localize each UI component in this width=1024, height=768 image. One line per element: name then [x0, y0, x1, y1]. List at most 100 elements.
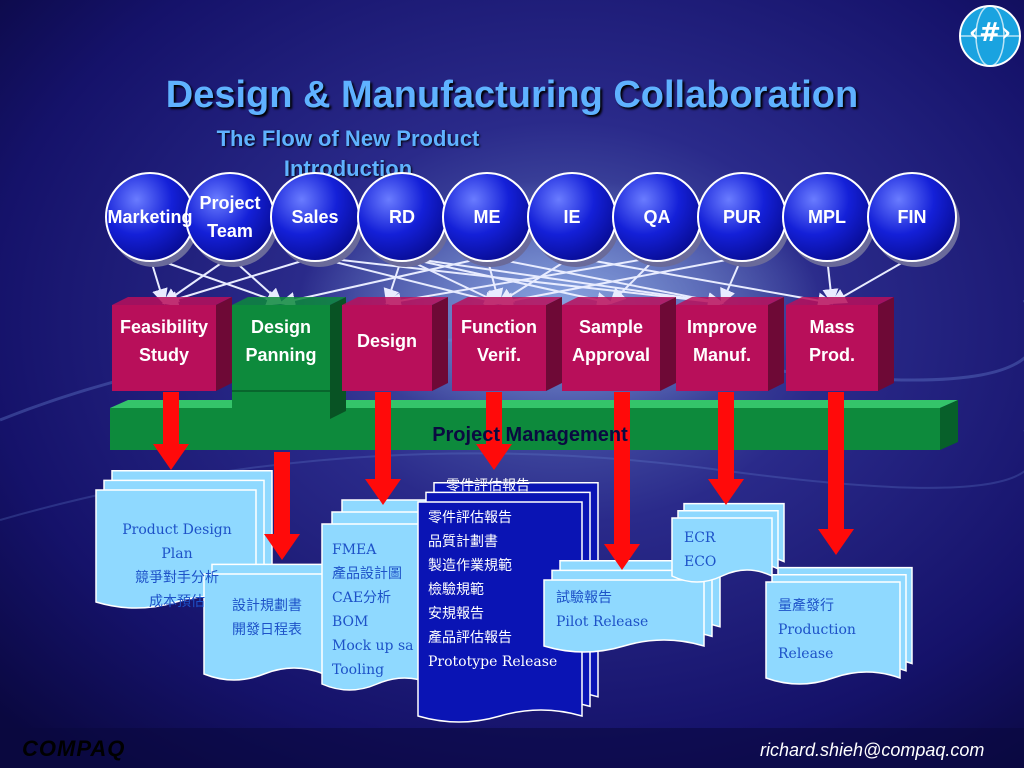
department-marketing-line: Marketing — [107, 207, 193, 227]
doc-mass-line: 量產發行 — [778, 598, 834, 614]
department-fin-line: FIN — [897, 207, 927, 227]
project-management-label: Project Management — [432, 424, 628, 446]
stage-side — [660, 297, 676, 391]
doc-prototype-line: 產品評估報告 — [428, 630, 512, 646]
department-project-team-line: Team — [207, 221, 253, 241]
stage-top — [112, 297, 232, 305]
stage-side — [432, 297, 448, 391]
stage-function-verif-line: Function — [461, 317, 537, 337]
document-sheet — [543, 579, 705, 653]
stage-top — [342, 297, 448, 305]
department-project-team-line: Project — [199, 193, 261, 213]
doc-design-plan-line: 開發日程表 — [232, 622, 302, 638]
doc-product-design-line: Product Design — [122, 522, 232, 538]
document-sheet — [417, 501, 583, 723]
red-arrow-head — [365, 479, 401, 505]
red-arrow-head — [818, 529, 854, 555]
stage-front — [342, 305, 432, 391]
stage-feasibility-study-line: Feasibility — [119, 317, 209, 337]
doc-fmea-line: Mock up sa — [332, 638, 414, 654]
doc-prototype-line: 品質計劃書 — [428, 534, 498, 550]
red-arrow-shaft — [718, 392, 734, 481]
link-line — [314, 256, 501, 308]
doc-design-plan: 設計規劃書開發日程表 — [232, 594, 372, 642]
stage-side — [216, 297, 232, 391]
department-mpl: MPL — [783, 203, 871, 231]
stage-front — [452, 305, 546, 391]
stage-top — [786, 297, 894, 305]
stage-feasibility-study-line: Study — [138, 345, 189, 365]
bubble-fin — [867, 172, 957, 262]
stage-top — [452, 297, 562, 305]
department-ie: IE — [528, 203, 616, 231]
document-sheet — [671, 517, 773, 583]
stage-improve-manuf-line: Improve — [686, 317, 758, 337]
red-arrow-shaft — [614, 392, 630, 546]
link-line — [162, 256, 316, 307]
bar-side — [940, 400, 958, 450]
department-qa-line: QA — [643, 207, 671, 227]
department-sales-line: Sales — [291, 207, 339, 227]
doc-product-design-line: 競爭對手分析 — [135, 570, 219, 586]
stage-mass-prod-line: Prod. — [808, 345, 855, 365]
doc-pilot-line: Pilot Release — [556, 614, 649, 630]
department-fin: FIN — [868, 203, 956, 231]
doc-fmea-line: FMEA — [332, 542, 377, 558]
red-arrow-head — [476, 444, 512, 470]
red-arrow-shaft — [163, 392, 179, 446]
link-line — [279, 256, 488, 308]
link-line — [497, 256, 743, 309]
stage-top — [676, 297, 784, 305]
doc-prototype-line: 安規報告 — [428, 606, 484, 622]
stage-sample-approval-line: Approval — [571, 345, 650, 365]
document-sheet — [765, 581, 901, 685]
department-rd-line: RD — [389, 207, 415, 227]
stage-design: Design — [336, 327, 438, 355]
department-rd: RD — [358, 203, 446, 231]
link-line — [486, 256, 724, 309]
stage-sample-approval-line: Sample — [578, 317, 644, 337]
department-links — [149, 256, 913, 310]
department-marketing: Marketing — [106, 203, 194, 231]
stage-boxes — [112, 297, 894, 419]
doc-product-design-line: 成本預估 — [149, 594, 205, 610]
link-line — [830, 256, 913, 304]
doc-fmea-line: CAE分析 — [332, 590, 392, 606]
slide-number: ‹#› — [968, 18, 1012, 48]
doc-mass-line: Release — [778, 646, 834, 662]
stage-side — [546, 297, 562, 391]
doc-prototype-line: Prototype Release — [428, 654, 558, 670]
red-arrow-shaft — [828, 392, 844, 531]
red-arrow-head — [708, 479, 744, 505]
stage-output-arrows — [153, 392, 854, 570]
red-arrow-head — [604, 544, 640, 570]
slide-title: Design & Manufacturing Collaboration — [165, 74, 859, 116]
red-arrow-shaft — [274, 452, 290, 536]
footer-email: richard.shieh@compaq.com — [760, 740, 985, 760]
stage-side — [878, 297, 894, 391]
document-stacks — [95, 470, 913, 723]
stage-mass-prod-line: Mass — [809, 317, 855, 337]
stage-front — [676, 305, 768, 391]
stage-function-verif-line: Verif. — [476, 345, 522, 365]
document-sheet — [203, 573, 325, 681]
stage-front — [112, 305, 216, 391]
red-arrow-shaft — [486, 392, 502, 446]
red-arrow-shaft — [375, 392, 391, 481]
department-bubbles — [105, 172, 960, 267]
stage-design-panning-line: Design — [250, 317, 311, 337]
doc-ecr-line: ECR — [684, 530, 716, 546]
stage-improve-manuf-line: Manuf. — [693, 345, 751, 365]
doc-fmea-line: Tooling — [332, 662, 385, 678]
